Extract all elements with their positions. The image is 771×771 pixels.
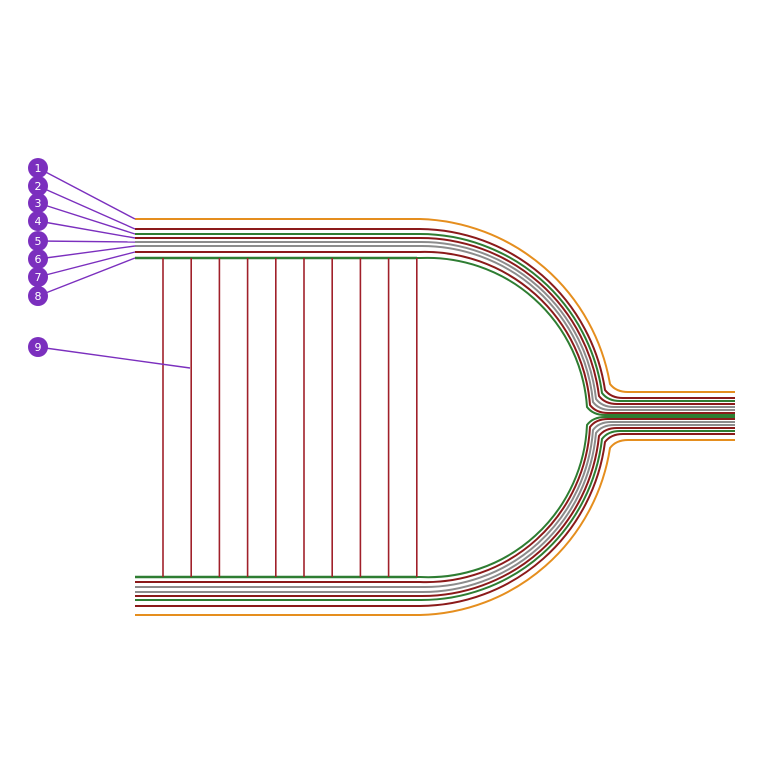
callout-leader-3 [37,202,136,235]
callout-leader-9 [37,346,191,369]
green-line-a-bottom [135,430,735,602]
callout-badge-3: 3 [28,193,48,213]
callout-number: 7 [35,271,42,284]
callout-badge-4: 4 [28,211,48,231]
callout-circle [28,176,48,196]
callout-leader-7 [37,251,136,278]
rung-group [135,256,418,579]
callout-leader-group [37,167,191,369]
callout-leader-8 [37,257,136,297]
callout-number: 8 [35,290,42,303]
gray-line-b-top [135,244,735,411]
dark-red-line-c-top [135,250,735,414]
callout-circle [28,286,48,306]
green-line-b-bottom [135,416,735,579]
callout-leader-2 [37,185,136,230]
orange-outer-line-bottom [135,439,735,616]
callout-circle [28,211,48,231]
dark-red-line-c-bottom [135,418,735,584]
callout-circle [28,337,48,357]
callout-leader-1 [37,167,136,220]
callout-circle [28,249,48,269]
orange-outer-line-top [135,218,735,393]
callout-leader-6 [37,245,136,260]
callout-number: 6 [35,253,42,266]
callout-badge-5: 5 [28,231,48,251]
callout-leader-4 [37,220,136,239]
callout-number: 9 [35,341,42,354]
callout-circle [28,267,48,287]
gray-line-a-bottom [135,424,735,594]
callout-circle [28,158,48,178]
dark-red-line-b-top [135,236,735,405]
callout-number: 4 [35,215,42,228]
callout-badge-8: 8 [28,286,48,306]
callout-badge-2: 2 [28,176,48,196]
callout-badge-1: 1 [28,158,48,178]
gray-line-b-bottom [135,421,735,589]
callout-number: 3 [35,197,42,210]
dark-red-line-b-bottom [135,427,735,598]
dark-red-line-a-top [135,228,735,399]
callout-leader-5 [37,240,136,243]
gray-line-a-top [135,240,735,408]
callout-badge-7: 7 [28,267,48,287]
callout-number: 2 [35,180,42,193]
callout-badge-6: 6 [28,249,48,269]
callout-number: 5 [35,235,42,248]
callout-number: 1 [35,162,42,175]
callout-badge-group: 1 2 3 4 5 6 7 8 9 [28,158,48,357]
curved-line-bundle [135,218,735,616]
callout-circle [28,231,48,251]
green-line-b-top [135,256,735,416]
callout-circle [28,193,48,213]
callout-badge-9: 9 [28,337,48,357]
dark-red-line-a-bottom [135,433,735,607]
green-line-a-top [135,233,735,402]
